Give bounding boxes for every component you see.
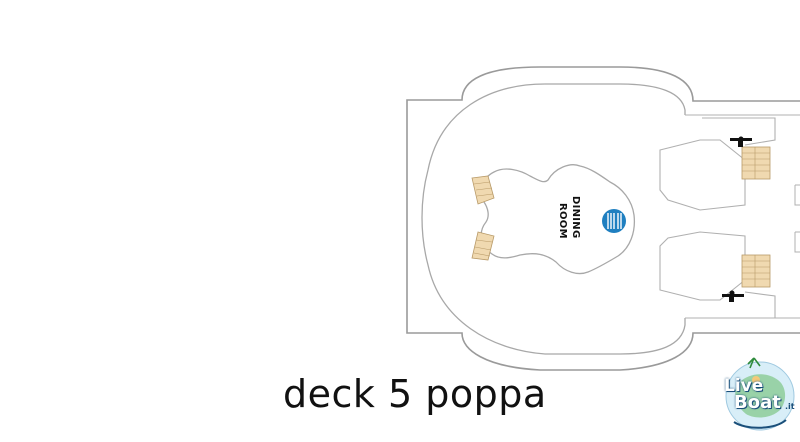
room-upper-right [659, 139, 746, 211]
service-corridor [702, 117, 776, 319]
hull-outline [406, 66, 800, 371]
logo-globe-icon [725, 357, 795, 431]
side-room-lower [794, 231, 800, 253]
person-icon-upper [730, 136, 752, 147]
logo-text-live: Live [724, 376, 764, 396]
stairs-right-upper [741, 146, 771, 180]
deck-caption: deck 5 poppa [283, 372, 547, 416]
dining-cutlery-icon [602, 209, 626, 233]
logo-text-boat: Boat [734, 392, 781, 413]
side-room-upper [794, 184, 800, 206]
dining-area-outline [421, 83, 686, 355]
logo-text-suffix: .it [785, 402, 795, 411]
dining-room-label-line1: DINING [570, 196, 581, 239]
person-icon-lower [722, 290, 744, 302]
stairs-left-upper [471, 175, 495, 205]
stairs-right-lower [741, 254, 771, 288]
dining-room-label-line2: ROOM [557, 203, 568, 239]
dining-room-shape [480, 164, 636, 275]
room-lower-right [659, 231, 746, 301]
stairs-left-lower [471, 231, 495, 261]
liveboat-logo: Live Boat .it [716, 356, 800, 438]
